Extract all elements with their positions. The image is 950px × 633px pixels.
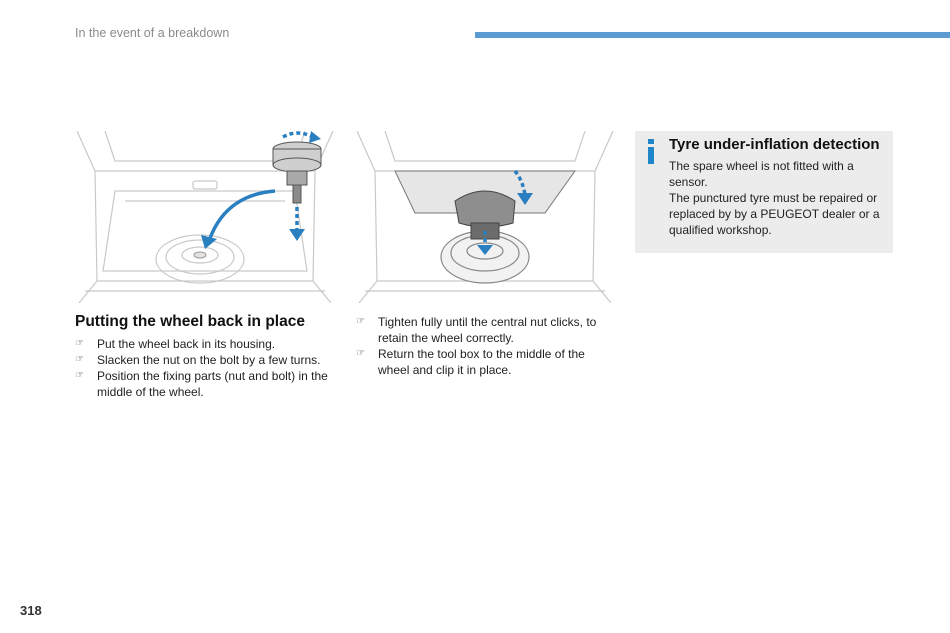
step-text: Tighten fully until the central nut clic… (378, 315, 597, 345)
page-number: 318 (20, 603, 42, 618)
list-item: ☞ Put the wheel back in its housing. (75, 336, 337, 352)
boot-wheel-illustration (76, 131, 334, 303)
step-text: Put the wheel back in its housing. (97, 337, 276, 351)
running-header: In the event of a breakdown (75, 26, 230, 40)
pointing-hand-icon: ☞ (356, 316, 365, 327)
pointing-hand-icon: ☞ (356, 348, 365, 359)
info-box-title: Tyre under-inflation detection (669, 136, 880, 153)
illustration-tool-box (355, 131, 615, 303)
list-item: ☞ Slacken the nut on the bolt by a few tu… (75, 352, 337, 368)
section-title: Putting the wheel back in place (75, 313, 305, 330)
info-paragraph: The spare wheel is not fitted with a sen… (669, 159, 854, 189)
info-icon (645, 139, 657, 165)
info-box-text: The spare wheel is not fitted with a sen… (669, 158, 889, 238)
step-text: Return the tool box to the middle of the… (378, 347, 585, 377)
illustration-wheel-housing (75, 131, 335, 303)
pointing-hand-icon: ☞ (75, 370, 84, 381)
info-paragraph: The punctured tyre must be repaired or r… (669, 191, 880, 237)
list-item: ☞ Return the tool box to the middle of th… (356, 346, 606, 378)
list-item: ☞ Tighten fully until the central nut cli… (356, 314, 606, 346)
steps-list-right: ☞ Tighten fully until the central nut cli… (356, 314, 606, 378)
pointing-hand-icon: ☞ (75, 354, 84, 365)
pointing-hand-icon: ☞ (75, 338, 84, 349)
step-text: Position the fixing parts (nut and bolt)… (97, 369, 328, 399)
header-accent-bar (475, 32, 950, 38)
steps-list-left: ☞ Put the wheel back in its housing. ☞ Sla… (75, 336, 337, 400)
step-text: Slacken the nut on the bolt by a few tur… (97, 353, 321, 367)
info-box: Tyre under-inflation detection The spare… (635, 131, 893, 253)
boot-toolbox-illustration (356, 131, 614, 303)
list-item: ☞ Position the fixing parts (nut and bolt… (75, 368, 337, 400)
